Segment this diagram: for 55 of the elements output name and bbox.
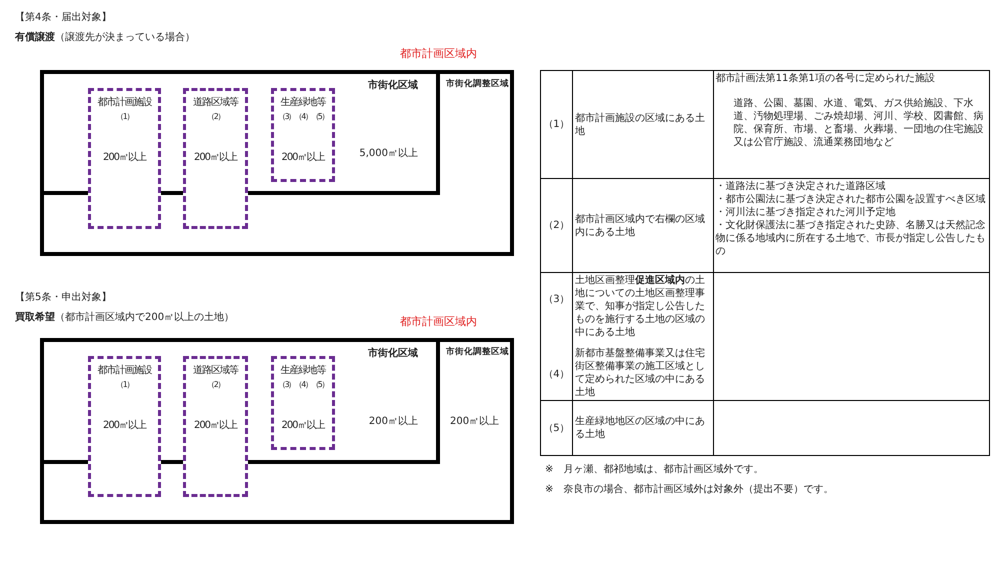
subheading: 有償譲渡（譲渡先が決まっている場合）: [15, 30, 195, 44]
zone-name: 市街化調整区域: [446, 78, 509, 90]
dashed-box: [88, 88, 161, 229]
cell-text: ・河川法に基づき指定された河川予定地: [716, 206, 897, 219]
area-threshold: 200㎡以上: [280, 418, 326, 432]
section-number: （2）: [543, 219, 570, 232]
section-number: （3）（4）（5）: [277, 111, 329, 122]
section-number: （3）（4）（5）: [277, 379, 329, 390]
area-threshold: 200㎡以上: [102, 150, 148, 164]
cell-text: 都市計画法第11条第1項の各号に定められた施設: [716, 72, 936, 85]
cell-text: 新都市基盤整備事業又は住宅街区整備事業の施工区域として定められた区域の中にある土地: [574, 347, 706, 399]
note: ※ 奈良市の場合、都市計画区域外は対象外（提出不要）です。: [545, 482, 834, 496]
zone-name: 市街化調整区域: [446, 346, 509, 358]
cell-text: ・文化財保護法に基づき指定された史跡、名勝又は天然記念物に係る地域内に所在する土地で、市長が指定し公告したもの: [716, 219, 987, 258]
facility-name: 生産緑地等: [280, 96, 327, 109]
zone-name: 市街化区域: [368, 346, 418, 360]
section-number: （2）: [206, 111, 225, 122]
section-number: （5）: [543, 422, 570, 434]
area-threshold: 200㎡以上: [450, 414, 500, 428]
zone-title: 都市計画区域内: [400, 314, 477, 329]
section-number: （2）: [206, 379, 225, 390]
dashed-box: [183, 88, 248, 229]
cell-text: ・都市公園法に基づき決定された都市公園を設置すべき区域: [716, 193, 987, 206]
section-number: （4）: [543, 368, 570, 380]
facility-name: 道路区域等: [192, 364, 240, 377]
area-threshold: 200㎡以上: [368, 414, 418, 428]
zone-name: 市街化区域: [368, 78, 418, 92]
subheading: 買取希望（都市計画区域内で200㎡以上の土地）: [15, 310, 234, 324]
zone-title: 都市計画区域内: [400, 46, 477, 61]
section-number: （1）: [115, 111, 134, 122]
section-number: （1）: [543, 118, 570, 131]
facility-name: 生産緑地等: [280, 364, 327, 377]
section-number: （3）: [543, 292, 570, 306]
cell-text: 道路、公園、墓園、水道、電気、ガス供給施設、下水道、汚物処理場、ごみ焼却場、河川、学校、図書館、病院、保育所、市場、と畜場、火葬場、一団地の住宅施設又は公官庁施設、流通業務団地など: [734, 97, 985, 149]
area-threshold: 5,000㎡以上: [359, 146, 418, 160]
cell-text: 都市計画施設の区域にある土地: [574, 112, 706, 138]
cell-text: ・道路法に基づき決定された道路区域: [716, 180, 887, 193]
dashed-box: [183, 356, 248, 497]
cell-text: 土地区画整理促進区域内の土地についての土地区画整理事業で、知事が指定し公告したものを施行する土地の区域の中にある土地: [574, 274, 706, 339]
facility-name: 都市計画施設: [96, 96, 153, 109]
area-threshold: 200㎡以上: [192, 150, 238, 164]
cell-text: 生産緑地地区の区域の中にある土地: [574, 415, 706, 441]
cell-text: 都市計画区域内で右欄の区域内にある土地: [574, 212, 706, 238]
dashed-box: [88, 356, 161, 497]
dashed-box: [271, 88, 335, 182]
facility-name: 都市計画施設: [96, 364, 153, 377]
area-threshold: 200㎡以上: [192, 418, 238, 432]
heading: 【第4条・届出対象】: [15, 10, 112, 24]
section-number: （1）: [115, 379, 134, 390]
facility-name: 道路区域等: [192, 96, 240, 109]
note: ※ 月ヶ瀬、都祁地域は、都市計画区域外です。: [545, 462, 764, 476]
heading: 【第5条・申出対象】: [15, 290, 112, 304]
area-threshold: 200㎡以上: [280, 150, 326, 164]
dashed-box: [271, 356, 335, 450]
area-threshold: 200㎡以上: [102, 418, 148, 432]
